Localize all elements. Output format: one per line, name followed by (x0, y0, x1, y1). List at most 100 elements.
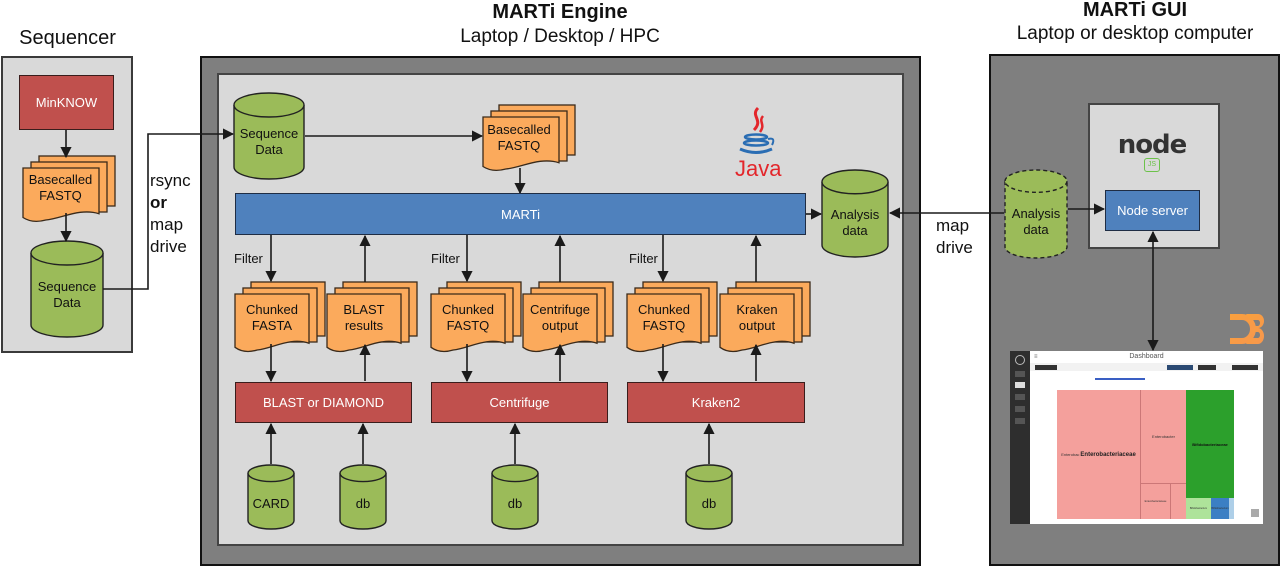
d3-icon (1230, 314, 1264, 344)
line: BLAST (343, 302, 385, 317)
cell-label: Enterobacteriaceae (1080, 451, 1136, 458)
dashboard-btn-3[interactable] (1232, 365, 1258, 370)
line: Centrifuge (530, 302, 590, 317)
line: Data (255, 142, 283, 157)
card-db-label: CARD (252, 496, 290, 511)
blast-results-doc (326, 281, 418, 353)
engine-basecalled-doc (482, 104, 576, 171)
transfer-label: rsync or map drive (150, 170, 191, 258)
line: FASTQ (642, 318, 686, 333)
dashboard-btn-1[interactable] (1035, 365, 1057, 370)
drive-text: drive (150, 237, 187, 256)
java-logo: Java (732, 104, 782, 184)
treemap-cell-enterobacteriaceae[interactable]: Enterobac Enterobacteriaceae (1057, 390, 1141, 519)
centrifuge-output-doc (522, 281, 614, 353)
kraken-db-cylinder (685, 464, 733, 530)
dashboard-toolbar (1030, 363, 1263, 371)
blast-diamond-box: BLAST or DIAMOND (235, 382, 412, 423)
arrow-seq-to-engine (103, 128, 235, 290)
drive-text: drive (936, 238, 973, 257)
treemap-cell-bifido-blue[interactable]: Bifidobacterium (1211, 498, 1229, 519)
engine-subtitle: Laptop / Desktop / HPC (460, 26, 660, 47)
kraken2-box: Kraken2 (627, 382, 805, 423)
line: Chunked (245, 302, 299, 317)
chunked-fasta-doc (234, 281, 326, 353)
dashboard-menu-icon[interactable]: ≡ (1034, 354, 1038, 360)
kraken-db-label: db (701, 496, 717, 511)
engine-sequence-data-cylinder (233, 92, 305, 180)
line: Analysis (830, 207, 880, 222)
engine-analysis-data-cylinder (821, 169, 889, 258)
map-text: map (150, 215, 184, 234)
marti-bar: MARTi (235, 193, 806, 235)
treemap-cell-tiny[interactable] (1171, 484, 1186, 519)
line: Sequence (37, 279, 97, 294)
line: data (842, 223, 868, 238)
nodejs-logo: node JS (1112, 130, 1192, 174)
cell-label: Bifidobacterium (1189, 507, 1208, 510)
java-cup-icon (739, 106, 775, 154)
sidebar-item-4[interactable] (1015, 406, 1025, 412)
line: FASTA (251, 318, 293, 333)
rsync-text: rsync (150, 171, 191, 190)
line: Chunked (637, 302, 691, 317)
engine-title: MARTi Engine (492, 1, 628, 23)
dashboard-window: ≡ Dashboard Enterobac Enterobacteriaceae… (1030, 351, 1263, 524)
treemap-cell-bifidobacteriaceae[interactable]: Bifidobacteriaceae (1186, 390, 1234, 498)
dashboard-title: Dashboard (1129, 353, 1164, 360)
line: data (1023, 222, 1049, 237)
cell-label: Bifidobacteriaceae (1192, 441, 1228, 447)
treemap-cell-small-entero[interactable]: Enterobacteriaceae (1141, 484, 1171, 519)
dashboard-btn-2[interactable] (1198, 365, 1216, 370)
gui-subtitle: Laptop or desktop computer (1016, 23, 1254, 44)
seq-sequence-data-cylinder (30, 240, 104, 338)
centrifuge-box: Centrifuge (431, 382, 608, 423)
sidebar-logo-icon (1015, 355, 1025, 365)
sidebar-item-5[interactable] (1015, 418, 1025, 424)
sidebar-item-dashboard[interactable] (1015, 382, 1025, 388)
gui-analysis-data-cylinder (1004, 169, 1068, 259)
line: Basecalled (28, 172, 93, 187)
chunked-fastq-doc-2 (626, 281, 718, 353)
filter-label-2: Filter (431, 251, 460, 266)
or-text: or (150, 193, 167, 212)
line: FASTQ (497, 138, 541, 153)
blast-db-label: db (355, 496, 371, 511)
dashboard-btn-group[interactable] (1167, 365, 1193, 370)
dashboard-slider[interactable] (1095, 378, 1145, 380)
cell-label: Bifidobacterium (1211, 507, 1229, 510)
line: Data (53, 295, 81, 310)
d3-logo (1228, 312, 1264, 346)
dashboard-sidebar (1010, 351, 1030, 524)
seq-basecalled-doc (22, 155, 116, 222)
map-drive-label: map drive (936, 215, 973, 259)
gui-title: MARTi GUI (1082, 0, 1188, 21)
dashboard-scroll-button[interactable] (1251, 509, 1259, 517)
node-text: node (1117, 130, 1188, 160)
card-db-cylinder (247, 464, 295, 530)
treemap-cell-bifido-light[interactable]: Bifidobacterium (1186, 498, 1211, 519)
minknow-box: MinKNOW (19, 75, 114, 130)
line: output (541, 318, 579, 333)
treemap-cell-light-blue[interactable] (1229, 498, 1234, 519)
treemap-cell-enterobacter[interactable]: Enterobacter (1141, 390, 1186, 484)
line: Analysis (1011, 206, 1061, 221)
line: Basecalled (487, 122, 551, 137)
cell-label: Enterobacter (1152, 434, 1175, 439)
sidebar-item-1[interactable] (1015, 371, 1025, 377)
java-text: Java (735, 156, 782, 181)
sidebar-item-3[interactable] (1015, 394, 1025, 400)
line: FASTQ (39, 188, 82, 203)
line: results (344, 318, 384, 333)
